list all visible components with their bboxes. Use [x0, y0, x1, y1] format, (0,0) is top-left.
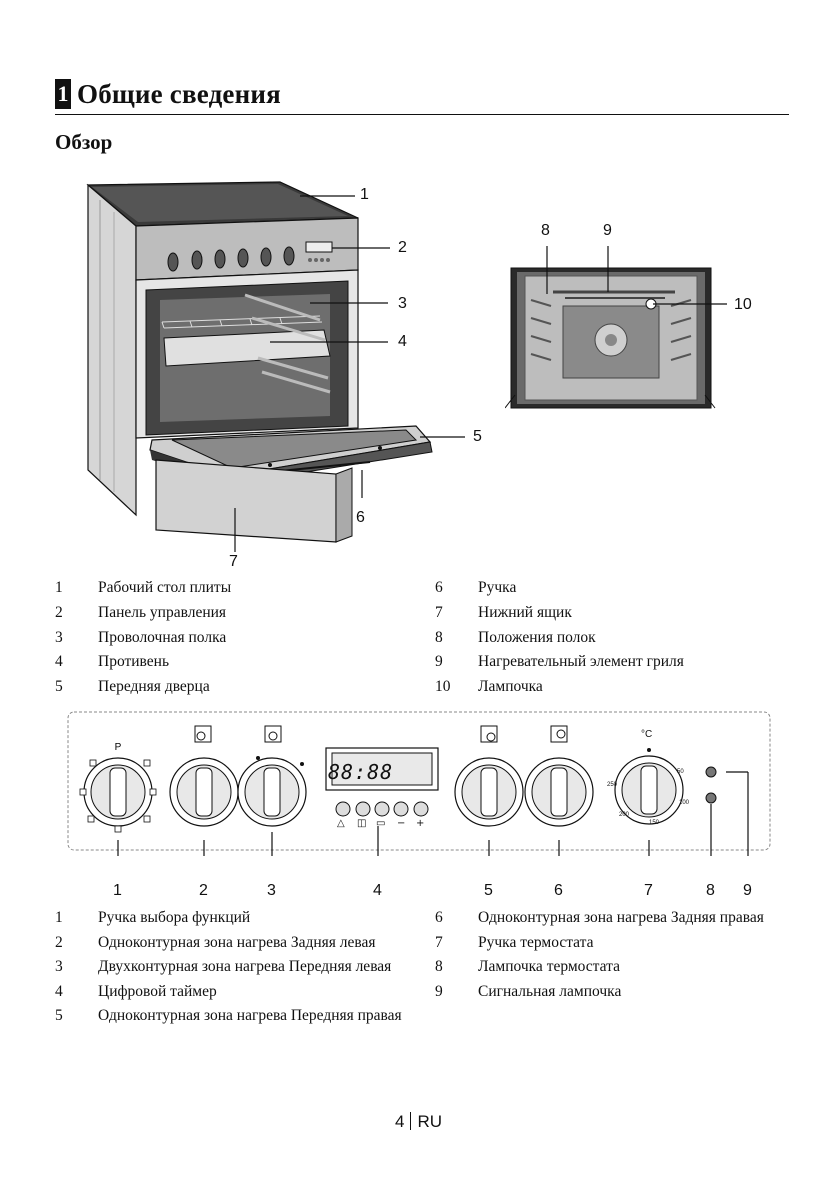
section-title: Общие сведения: [77, 78, 281, 109]
timer-btn-clock-icon: ◫: [357, 818, 367, 829]
timer-display: 88:88: [328, 760, 394, 784]
callout-2: 2: [398, 239, 407, 256]
panel-callout-7: 7: [644, 882, 653, 899]
subsection-title: Обзор: [55, 130, 113, 154]
panel-callout-6: 6: [554, 882, 563, 899]
thermo-scale-200: 200: [619, 812, 630, 818]
panel-callout-9: 9: [743, 882, 752, 899]
footer-separator: [410, 1112, 412, 1130]
page-number: 4: [394, 1112, 405, 1131]
page-footer: 4 RU: [0, 1112, 837, 1132]
thermo-scale-150: 150: [649, 820, 660, 826]
timer-btn-oven-icon: ▭: [376, 818, 386, 829]
callout-8-top: 8: [541, 222, 550, 239]
thermo-scale-50: 50: [677, 769, 684, 775]
callout-1: 1: [360, 186, 369, 203]
panel-callout-2: 2: [199, 882, 208, 899]
callout-9-top: 9: [603, 222, 612, 239]
callout-10: 10: [734, 296, 752, 313]
stove-illustration: [86, 181, 465, 552]
control-panel-illustration: P: [67, 711, 771, 856]
language-code: RU: [417, 1112, 443, 1131]
function-knob-drawing: P: [79, 742, 157, 833]
timer-btn-minus: −: [397, 818, 406, 829]
heading-rule: [55, 114, 789, 115]
callout-5: 5: [473, 428, 482, 445]
section-number: 1: [55, 79, 71, 109]
timer-btn-bell-icon: △: [337, 818, 345, 829]
thermostat-unit: °C: [641, 729, 653, 740]
panel-callout-5: 5: [484, 882, 493, 899]
callout-6: 6: [356, 509, 365, 526]
oven-interior-illustration: [505, 246, 727, 409]
panel-callout-4: 4: [373, 882, 382, 899]
panel-callout-3: 3: [267, 882, 276, 899]
callout-3: 3: [398, 295, 407, 312]
knob1-top-label: P: [115, 742, 122, 753]
timer-btn-plus: +: [416, 818, 425, 829]
thermo-scale-100: 100: [679, 800, 690, 806]
callout-7: 7: [229, 553, 238, 570]
panel-callout-1: 1: [113, 882, 122, 899]
thermo-scale-250: 250: [607, 782, 618, 788]
panel-callout-8: 8: [706, 882, 715, 899]
section-heading: 1 Общие сведения: [55, 76, 281, 112]
callout-4: 4: [398, 333, 407, 350]
